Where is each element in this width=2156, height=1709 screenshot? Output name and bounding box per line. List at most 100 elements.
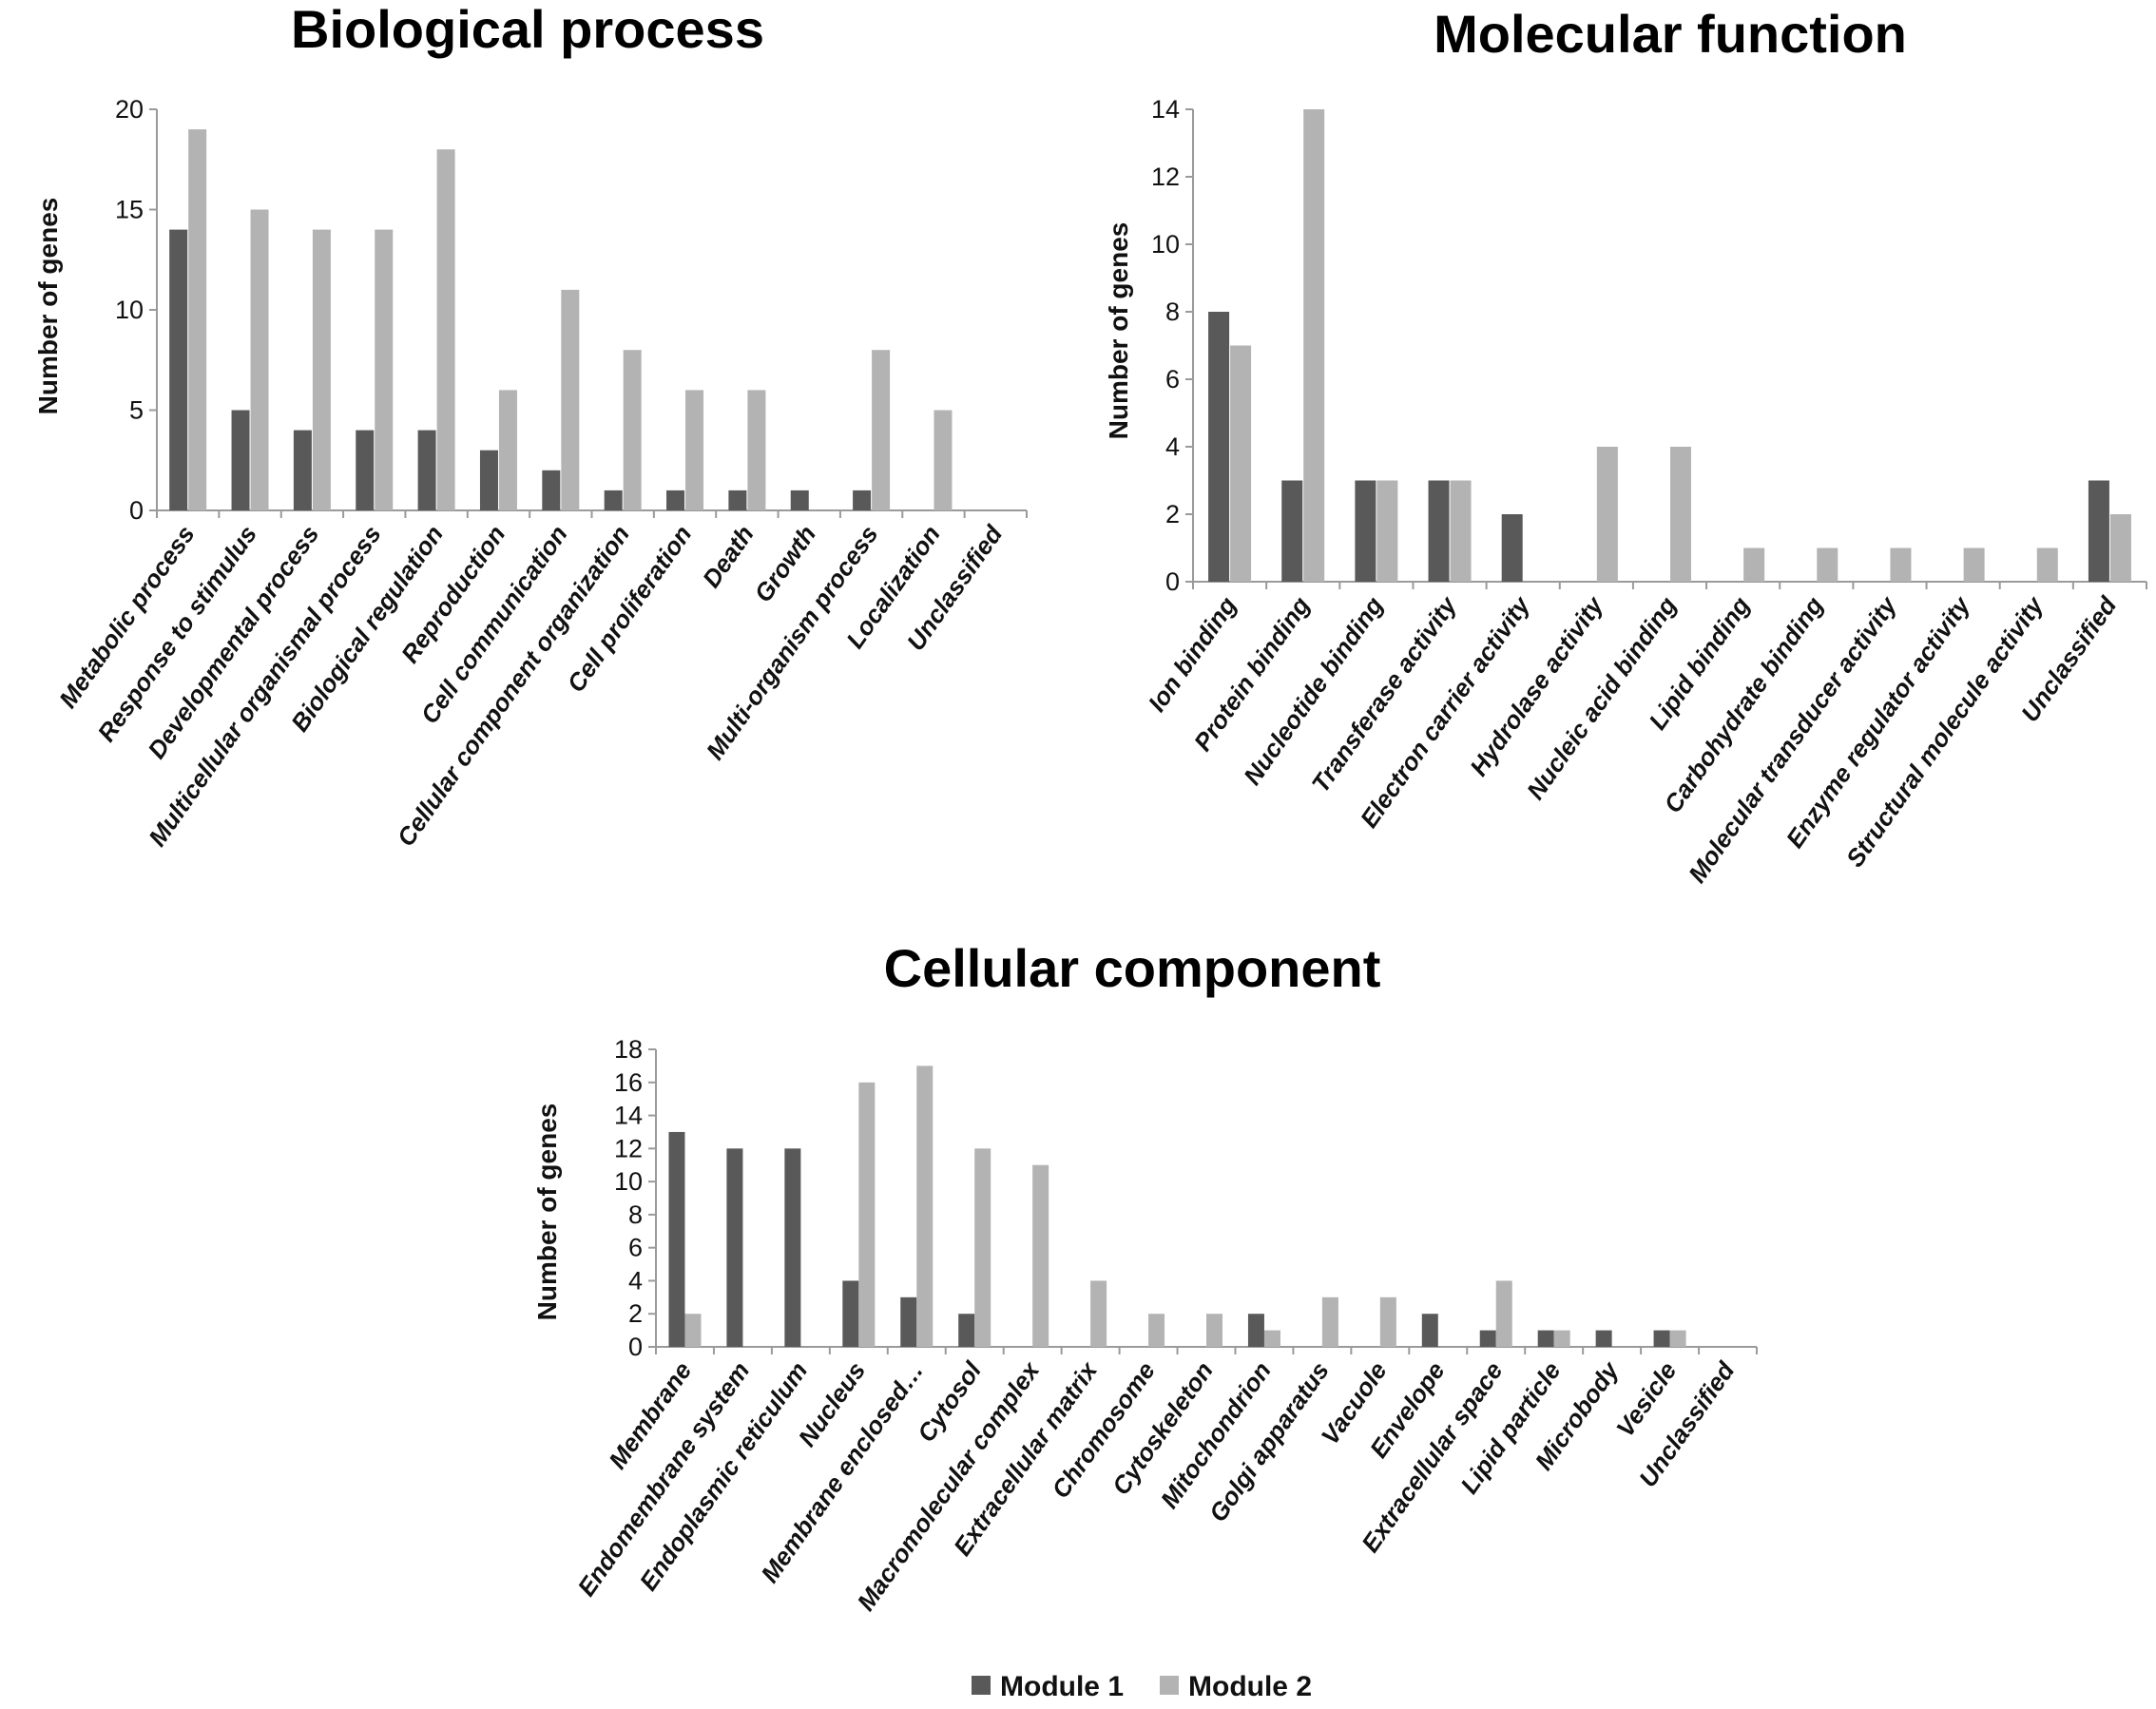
y-axis-label: Number of genes	[1104, 222, 1133, 440]
y-tick-label: 4	[1165, 432, 1180, 461]
y-tick-label: 12	[614, 1134, 643, 1162]
bar-module-1-vesicle	[1653, 1330, 1670, 1347]
y-tick-label: 14	[1151, 95, 1180, 124]
bar-module-2-ion-binding	[1230, 345, 1252, 582]
y-tick-label: 15	[115, 196, 144, 224]
bar-module-2-nucleotide-binding	[1376, 480, 1398, 582]
bar-module-2-transferase-activity	[1450, 480, 1472, 582]
y-tick-label: 5	[129, 396, 144, 425]
bar-module-2-cell-proliferation	[685, 390, 704, 510]
bar-module-1-microbody	[1595, 1330, 1612, 1347]
bar-module-1-cellular-component-organization	[604, 490, 623, 510]
chart-molecular-function: Molecular function Number of genes 02468…	[1104, 4, 2147, 888]
bar-module-1-lipid-particle	[1537, 1330, 1554, 1347]
bar-module-1-biological-regulation	[417, 430, 436, 510]
bar-module-2-nucleus	[858, 1082, 876, 1347]
bar-module-2-membrane-enclosed	[916, 1066, 934, 1347]
bar-module-1-transferase-activity	[1428, 480, 1450, 582]
bar-module-1-ion-binding	[1208, 312, 1230, 582]
bar-module-2-cytoskeleton	[1206, 1314, 1222, 1347]
y-tick-label: 2	[1165, 500, 1180, 528]
category-label-nucleotide-binding: Nucleotide binding	[1238, 591, 1389, 790]
y-axis-label: Number of genes	[33, 198, 63, 415]
bar-module-1-growth	[790, 490, 809, 510]
bar-module-1-endoplasmic-reticulum	[784, 1148, 801, 1347]
bar-module-1-multicellular-organismal-process	[356, 430, 375, 510]
bar-module-2-response-to-stimulus	[250, 209, 269, 510]
bar-module-2-golgi-apparatus	[1321, 1296, 1338, 1347]
y-tick-label: 6	[628, 1234, 643, 1262]
bar-module-2-extracellular-matrix	[1090, 1280, 1107, 1347]
bar-module-2-biological-regulation	[436, 149, 455, 510]
y-tick-label: 20	[115, 95, 144, 124]
category-label-hydrolase-activity: Hydrolase activity	[1464, 590, 1609, 781]
bar-module-1-developmental-process	[293, 430, 312, 510]
bar-module-2-developmental-process	[312, 229, 331, 510]
bar-module-2-reproduction	[498, 390, 517, 510]
bar-module-2-lipid-particle	[1553, 1330, 1570, 1347]
bar-module-2-nucleic-acid-binding	[1670, 447, 1691, 582]
bar-module-1-extracellular-space	[1479, 1330, 1496, 1347]
bar-module-2-enzyme-regulator-activity	[1963, 547, 1985, 582]
bar-module-2-protein-binding	[1303, 109, 1325, 582]
legend-label-module-2: Module 2	[1188, 1671, 1312, 1702]
bar-module-2-carbohydrate-binding	[1817, 547, 1838, 582]
chart-title: Biological process	[291, 0, 764, 59]
bar-module-1-protein-binding	[1281, 480, 1303, 582]
bar-module-2-vesicle	[1669, 1330, 1686, 1347]
bar-module-2-cell-communication	[561, 289, 580, 510]
bar-module-2-structural-molecule-activity	[2036, 547, 2058, 582]
chart-cellular-component: Cellular component Number of genes 02468…	[532, 938, 1758, 1616]
bar-module-1-envelope	[1421, 1314, 1438, 1347]
bar-module-1-electron-carrier-activity	[1501, 514, 1523, 582]
y-tick-label: 10	[115, 296, 144, 324]
bar-module-2-cytosol	[974, 1148, 991, 1347]
y-tick-label: 0	[129, 496, 144, 525]
bar-module-1-cell-proliferation	[666, 490, 685, 510]
bar-module-1-metabolic-process	[169, 229, 188, 510]
legend-swatch-module-1	[972, 1676, 991, 1695]
y-tick-label: 0	[628, 1333, 643, 1361]
y-tick-label: 8	[1165, 298, 1180, 326]
bar-module-2-death	[747, 390, 766, 510]
legend-swatch-module-2	[1160, 1676, 1179, 1695]
y-tick-label: 0	[1165, 567, 1180, 596]
bar-module-1-mitochondrion	[1247, 1314, 1264, 1347]
bar-module-2-metabolic-process	[188, 129, 207, 510]
category-label-death: Death	[697, 520, 760, 592]
bar-module-1-cell-communication	[542, 470, 561, 510]
bar-module-2-localization	[934, 410, 953, 510]
category-label-cellular-component-organization: Cellular component organization	[392, 520, 636, 852]
bar-module-2-hydrolase-activity	[1596, 447, 1618, 582]
y-tick-label: 2	[628, 1299, 643, 1328]
bar-module-1-membrane	[668, 1131, 685, 1347]
bar-module-2-chromosome	[1148, 1314, 1165, 1347]
legend: Module 1 Module 2	[972, 1671, 1312, 1702]
bar-module-2-mitochondrion	[1263, 1330, 1280, 1347]
y-tick-label: 18	[614, 1035, 643, 1064]
bar-module-1-nucleus	[842, 1280, 859, 1347]
bar-module-2-macromolecular-complex	[1032, 1164, 1049, 1347]
category-label-multicellular-organismal-process: Multicellular organismal process	[143, 520, 387, 852]
bar-module-1-reproduction	[479, 450, 498, 510]
y-tick-label: 12	[1151, 163, 1180, 191]
bar-module-1-nucleotide-binding	[1355, 480, 1376, 582]
bar-module-2-molecular-transducer-activity	[1890, 547, 1912, 582]
y-tick-label: 14	[614, 1102, 643, 1130]
bar-module-2-vacuole	[1379, 1296, 1396, 1347]
y-axis-label: Number of genes	[532, 1104, 562, 1321]
bar-module-2-unclassified	[2109, 514, 2131, 582]
bar-module-2-extracellular-space	[1495, 1280, 1512, 1347]
legend-label-module-1: Module 1	[1000, 1671, 1124, 1702]
bar-module-2-cellular-component-organization	[623, 350, 642, 510]
bar-module-2-lipid-binding	[1743, 547, 1765, 582]
bar-module-1-cytosol	[958, 1314, 975, 1347]
bar-module-1-unclassified	[2088, 480, 2109, 582]
bar-module-2-multi-organism-process	[872, 350, 891, 510]
bar-module-1-membrane-enclosed	[900, 1296, 917, 1347]
chart-title: Cellular component	[884, 938, 1381, 998]
bar-module-1-multi-organism-process	[853, 490, 872, 510]
chart-biological-process: Biological process Number of genes 0 5 10 1…	[33, 0, 1028, 852]
y-tick-label: 4	[628, 1266, 643, 1295]
